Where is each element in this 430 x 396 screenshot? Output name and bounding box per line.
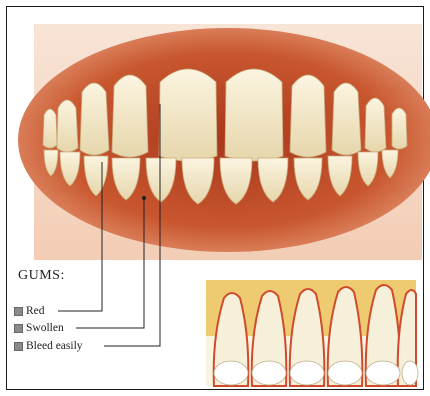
tooth bbox=[159, 69, 217, 161]
tooth-crown bbox=[214, 361, 248, 385]
tooth-crown bbox=[366, 361, 400, 385]
tooth bbox=[290, 75, 326, 157]
legend-swatch bbox=[14, 342, 23, 351]
leader-dot bbox=[142, 196, 145, 199]
tooth bbox=[57, 100, 78, 152]
tooth bbox=[225, 69, 283, 161]
tooth bbox=[112, 75, 148, 157]
legend-item-bleed-easily: Bleed easily bbox=[14, 340, 83, 352]
tooth-crown bbox=[402, 361, 418, 385]
tooth-crown bbox=[328, 361, 362, 385]
cross-section-inset bbox=[206, 280, 418, 386]
tooth bbox=[365, 98, 386, 152]
tooth bbox=[332, 83, 361, 155]
legend-label: Red bbox=[26, 305, 45, 317]
legend-swatch bbox=[14, 307, 23, 316]
legend-label: Swollen bbox=[26, 322, 64, 334]
legend-item-swollen: Swollen bbox=[14, 322, 64, 334]
tooth bbox=[80, 83, 109, 155]
tooth-crown bbox=[252, 361, 286, 385]
legend-label: Bleed easily bbox=[26, 340, 83, 352]
legend-title: GUMS: bbox=[18, 268, 65, 284]
tooth bbox=[43, 109, 57, 148]
tooth-crown bbox=[290, 361, 324, 385]
tooth bbox=[392, 108, 407, 149]
legend-item-red: Red bbox=[14, 305, 45, 317]
legend-swatch bbox=[14, 324, 23, 333]
